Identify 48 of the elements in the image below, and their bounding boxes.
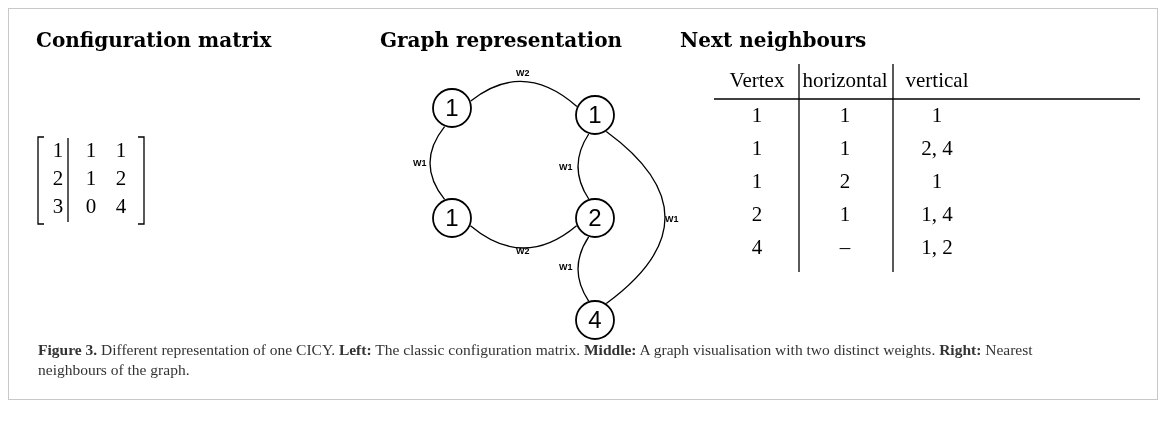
edge-label: W2	[516, 68, 530, 78]
edge-label: W1	[559, 262, 573, 272]
matrix-entry: 0	[84, 194, 98, 219]
table-entry: 1	[750, 103, 764, 128]
vertex-circle: 1	[432, 198, 472, 238]
matrix-entry: 1	[51, 138, 65, 163]
vertex-circle: 4	[575, 300, 615, 340]
edge-label: W2	[516, 246, 530, 256]
table-entry: 2	[838, 169, 852, 194]
table-entry: 1	[930, 169, 944, 194]
matrix-entry: 4	[114, 194, 128, 219]
matrix-entry: 1	[84, 138, 98, 163]
matrix-entry: 1	[84, 166, 98, 191]
vertex-circle: 1	[432, 88, 472, 128]
figure-caption: Figure 3. Different representation of one CICY. Left: The classic configuration matrix. Middle: A graph visualisation with two distinct weights. Right: Nearest neighbours of the graph.	[38, 340, 1034, 380]
table-entry: 1	[750, 169, 764, 194]
edge-line	[469, 225, 578, 249]
table-entry: 4	[750, 235, 764, 260]
column-header: horizontal	[801, 68, 889, 93]
table-entry: 1	[750, 136, 764, 161]
edge-label: W1	[559, 162, 573, 172]
column-header: vertical	[904, 68, 970, 93]
edge-line	[577, 236, 590, 302]
table-entry: 1	[930, 103, 944, 128]
table-entry: 1	[838, 136, 852, 161]
section-heading: Next neighbours	[680, 28, 867, 52]
edge-line	[577, 133, 590, 200]
section-heading: Configuration matrix	[36, 28, 272, 52]
vertex-circle: 2	[575, 198, 615, 238]
table-entry: 1	[838, 202, 852, 227]
matrix-entry: 2	[51, 166, 65, 191]
edge-label: W1	[413, 158, 427, 168]
table-entry: 1, 2	[920, 235, 954, 260]
edge-line	[470, 80, 578, 108]
matrix-entry: 3	[51, 194, 65, 219]
column-header: Vertex	[728, 68, 786, 93]
matrix-entry: 1	[114, 138, 128, 163]
matrix-entry: 2	[114, 166, 128, 191]
table-entry: 1	[838, 103, 852, 128]
table-entry: 2	[750, 202, 764, 227]
vertex-circle: 1	[575, 95, 615, 135]
edge-line	[605, 130, 666, 305]
edge-label: W1	[665, 214, 679, 224]
edge-line	[429, 125, 446, 201]
section-heading: Graph representation	[380, 28, 622, 52]
table-entry: 1, 4	[920, 202, 954, 227]
table-entry: –	[838, 235, 852, 260]
table-entry: 2, 4	[920, 136, 954, 161]
